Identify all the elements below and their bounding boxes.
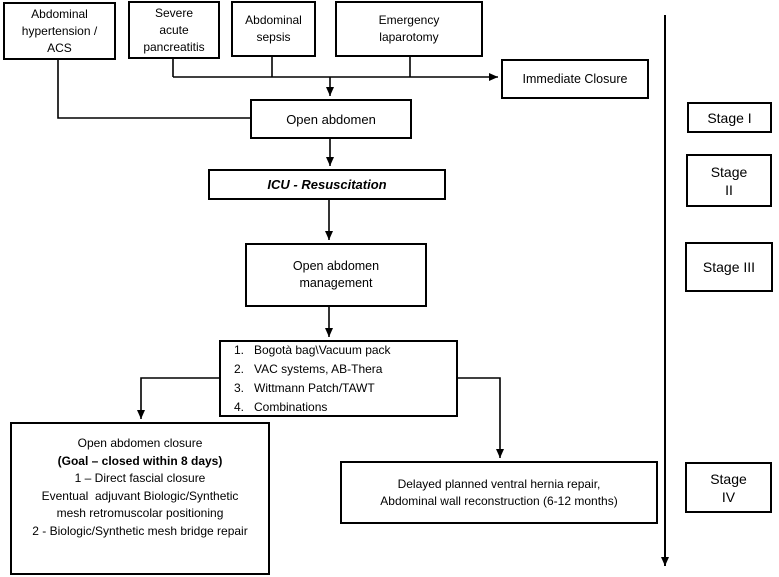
node-open-abdomen-closure: Open abdomen closure (Goal – closed with…: [10, 422, 270, 575]
node-open-abdomen-management: Open abdomen management: [245, 243, 427, 307]
node-abdominal-hypertension: Abdominal hypertension / ACS: [3, 2, 116, 60]
stage-label-1: Stage I: [687, 102, 772, 133]
list-item-number: 3.: [234, 380, 245, 395]
node-icu-resuscitation: ICU - Resuscitation: [208, 169, 446, 200]
list-item-number: 4.: [234, 399, 245, 414]
list-item: 4. Combinations: [234, 398, 327, 417]
list-item-text: Wittmann Patch/TAWT: [254, 380, 375, 395]
node-abdominal-sepsis: Abdominal sepsis: [231, 1, 316, 57]
list-item-text: Combinations: [254, 399, 328, 414]
node-open-abdomen: Open abdomen: [250, 99, 412, 139]
list-item-text: VAC systems, AB-Thera: [254, 361, 383, 376]
closure-details: 1 – Direct fascial closure Eventual adju…: [32, 471, 248, 538]
connector-hypertension-to-open-abdomen: [57, 60, 250, 119]
stage-label-4: Stage IV: [685, 462, 772, 513]
node-immediate-closure: Immediate Closure: [501, 59, 649, 99]
closure-title: Open abdomen closure: [77, 436, 203, 450]
list-item-number: 2.: [234, 361, 245, 376]
list-item-text: Bogotà bag\Vacuum pack: [254, 342, 391, 357]
node-management-options-list: 1. Bogotà bag\Vacuum pack 2. VAC systems…: [219, 340, 458, 417]
stage-label-3: Stage III: [685, 242, 773, 292]
stage-label-2: Stage II: [686, 154, 772, 207]
node-delayed-hernia-repair: Delayed planned ventral hernia repair, A…: [340, 461, 658, 524]
connector-options-to-closure: [137, 377, 219, 419]
node-severe-acute-pancreatitis: Severe acute pancreatitis: [128, 1, 220, 59]
list-item: 1. Bogotà bag\Vacuum pack: [234, 341, 391, 360]
list-item-number: 1.: [234, 342, 245, 357]
closure-goal: (Goal – closed within 8 days): [57, 453, 223, 468]
connector-options-to-delayed-repair: [458, 377, 504, 458]
node-emergency-laparotomy: Emergency laparotomy: [335, 1, 483, 57]
list-item: 3. Wittmann Patch/TAWT: [234, 379, 375, 398]
list-item: 2. VAC systems, AB-Thera: [234, 360, 382, 379]
